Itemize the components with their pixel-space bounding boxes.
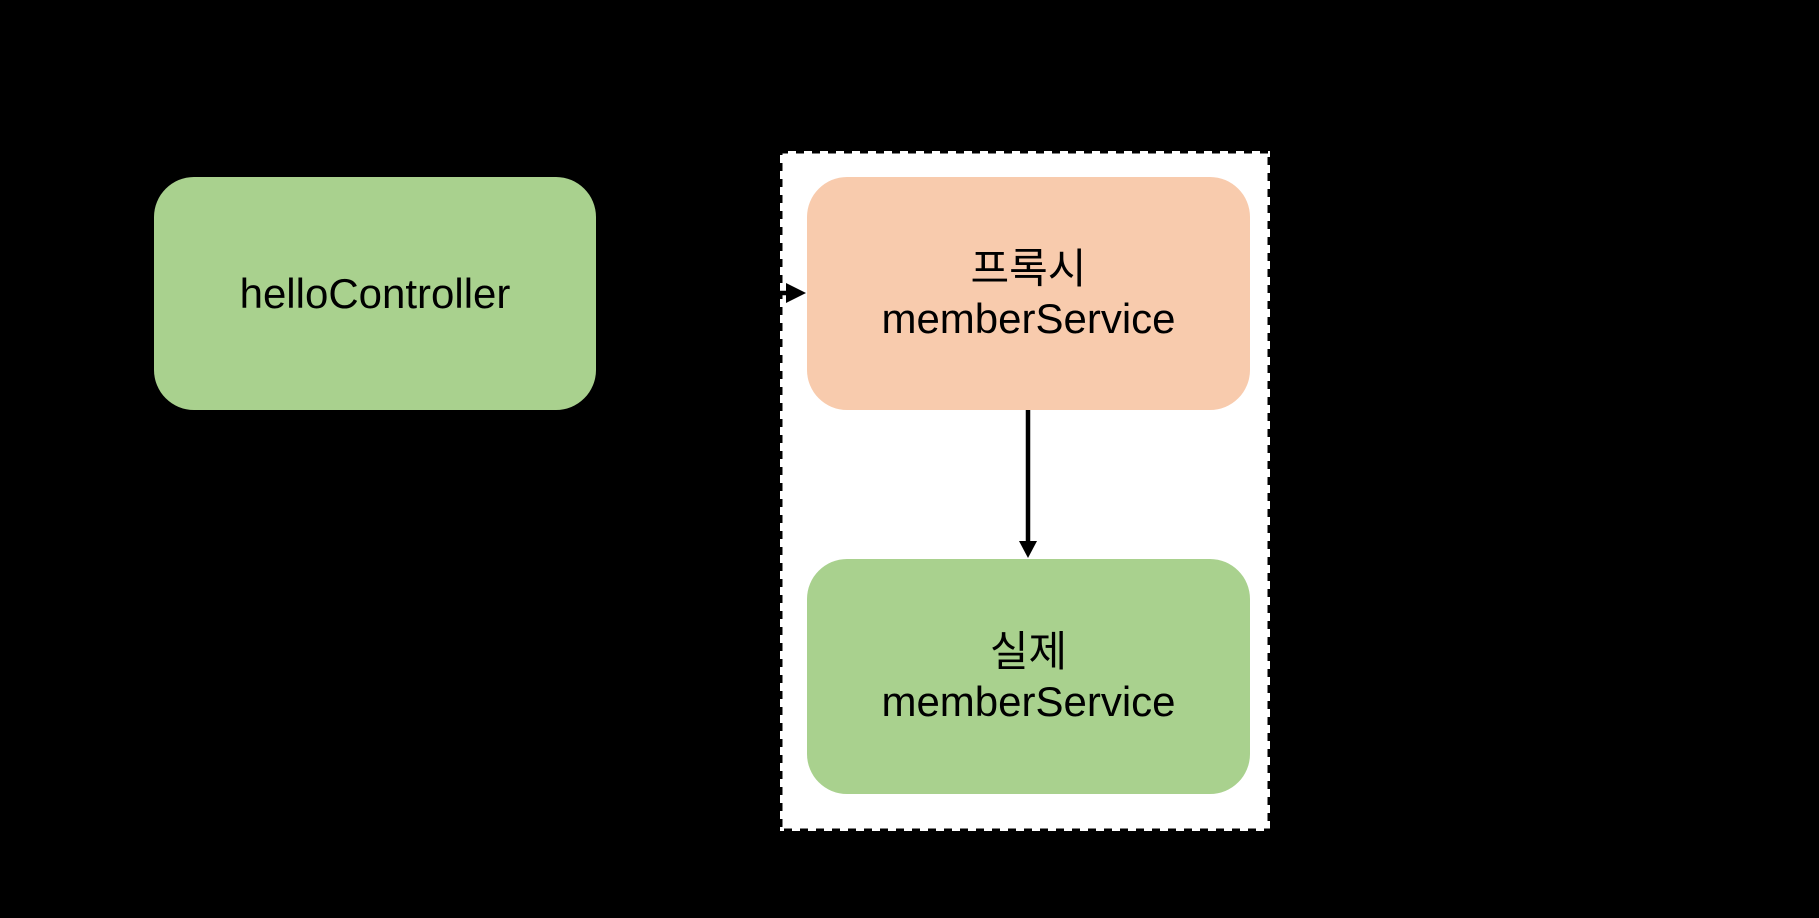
proxy-member-service-node: 프록시 memberService: [807, 177, 1250, 410]
hello-controller-node: helloController: [154, 177, 596, 410]
proxy-member-service-label-line2: memberService: [881, 294, 1176, 342]
real-member-service-node: 실제 memberService: [807, 559, 1250, 794]
proxy-member-service-label-line1: 프록시: [970, 244, 1087, 292]
real-member-service-label-line2: memberService: [881, 677, 1176, 725]
hello-controller-label: helloController: [239, 269, 511, 317]
real-member-service-label-line1: 실제: [989, 627, 1068, 675]
